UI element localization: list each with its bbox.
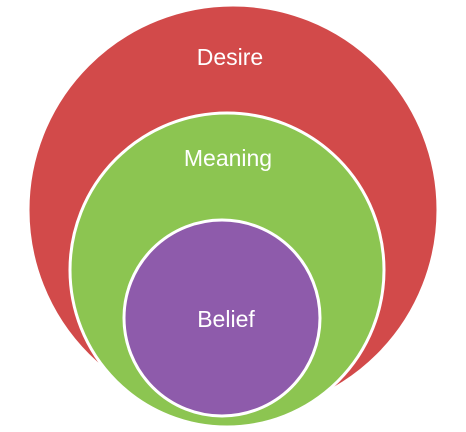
belief-circle: [122, 218, 322, 418]
belief-label: Belief: [197, 306, 255, 332]
meaning-label: Meaning: [184, 145, 272, 171]
desire-label: Desire: [197, 44, 263, 70]
